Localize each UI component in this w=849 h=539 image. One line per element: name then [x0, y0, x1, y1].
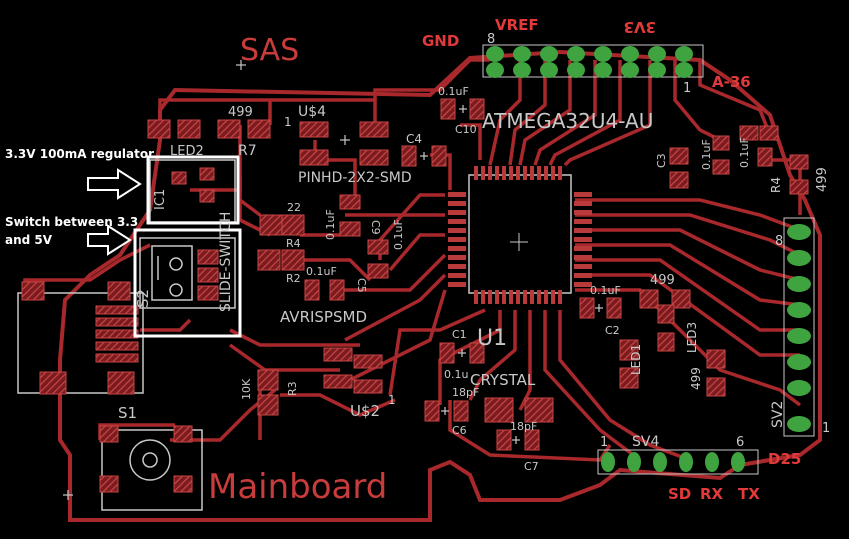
c9-value: 0.1uF — [324, 209, 337, 240]
c6-value: 18pF — [452, 386, 479, 399]
led2-label: LED2 — [170, 144, 204, 159]
c10-label: C10 — [455, 123, 477, 136]
mcu-pins — [448, 166, 592, 304]
a36-label: A-36 — [712, 73, 751, 91]
c9-label: C9 — [369, 220, 382, 235]
avrisp-label: AVRISPSMD — [280, 308, 367, 326]
c1-value: 0.1u — [444, 368, 468, 381]
sv2-label: SV2 — [770, 401, 786, 428]
c5-value: 0.1uF — [392, 219, 405, 250]
tx-label: TX — [738, 485, 760, 503]
led1-label: LED1 — [629, 344, 643, 375]
sv4-pin1: 1 — [600, 435, 608, 450]
regulator-annotation: 3.3V 100mA regulator — [5, 147, 155, 161]
ic1-label: IC1 — [153, 189, 168, 210]
smd-pads — [21, 98, 809, 493]
switch-annotation-line2: and 5V — [5, 233, 53, 247]
mcu-ref-label: U1 — [477, 326, 507, 351]
c7-label: C7 — [524, 460, 539, 473]
mcu-center-mark — [510, 233, 528, 251]
top-pin1: 1 — [683, 81, 691, 96]
u4-label: U$4 — [298, 104, 326, 120]
c1-label: C1 — [452, 328, 467, 341]
r3-ref: R3 — [286, 381, 299, 396]
sd-label: SD — [668, 485, 691, 503]
header-right-vias — [783, 217, 815, 437]
top-pin8: 8 — [487, 32, 495, 47]
crystal-label: CRYSTAL — [470, 371, 536, 389]
mcu-label: ATMEGA32U4-AU — [482, 109, 653, 133]
r-led3-value: 499 — [650, 273, 675, 288]
annotation-arrows — [87, 168, 142, 256]
sv2-pin1: 1 — [822, 421, 830, 436]
pinhd-label: PINHD-2X2-SMD — [298, 170, 412, 186]
c-top-value: 0.1uF — [738, 137, 751, 168]
d25-label: D25 — [768, 450, 801, 468]
slide-switch-body — [157, 256, 183, 297]
board-name: Mainboard — [208, 467, 387, 507]
r4-value: 22 — [287, 201, 301, 214]
header-bottom-vias — [597, 449, 759, 475]
switch-annotation-line1: Switch between 3.3 — [5, 215, 139, 229]
c-avr-value: 0.1uF — [306, 265, 337, 278]
r3-value: 10K — [240, 378, 253, 400]
u4-pin1: 1 — [284, 115, 292, 129]
s2-label: S2 — [134, 289, 152, 308]
gnd-label: GND — [422, 32, 459, 50]
sv4-pin6: 6 — [736, 435, 744, 450]
vref-label: VREF — [495, 16, 539, 34]
annotation-boxes — [133, 155, 242, 338]
led3-label: LED3 — [685, 322, 699, 353]
c7-value: 18pF — [510, 420, 537, 433]
c10-value: 0.1uF — [438, 85, 469, 98]
c3-label: C3 — [655, 153, 668, 168]
board-title: SAS — [240, 33, 299, 68]
r4-ref: R4 — [286, 237, 301, 250]
s1-label: S1 — [118, 404, 137, 422]
c6-label: C6 — [452, 424, 467, 437]
c5-label: C5 — [355, 278, 368, 293]
sv4-label: SV4 — [632, 434, 659, 450]
c3-value: 0.1uF — [700, 139, 713, 170]
sv2-pin8: 8 — [775, 234, 783, 249]
c4-label: C4 — [406, 132, 422, 146]
r4b-label: R4 — [769, 177, 783, 193]
v33-label: 3V3 — [624, 18, 656, 36]
cap-silk-marks — [63, 60, 603, 500]
u2-pin1: 1 — [388, 393, 396, 407]
r4b-value: 499 — [815, 167, 830, 192]
c2-label: C2 — [605, 324, 620, 337]
c2-value: 0.1uF — [590, 284, 621, 297]
r2-ref: R2 — [286, 272, 301, 285]
copper-traces — [23, 58, 802, 462]
r-led1-value: 499 — [689, 367, 703, 390]
header-top-vias — [482, 44, 704, 78]
u2-label: U$2 — [350, 402, 380, 420]
rx-label: RX — [700, 485, 724, 503]
r7-value: 499 — [228, 105, 253, 120]
r7-label: R7 — [238, 143, 257, 159]
slide-switch-label: SLIDE-SWITCH — [218, 212, 234, 312]
